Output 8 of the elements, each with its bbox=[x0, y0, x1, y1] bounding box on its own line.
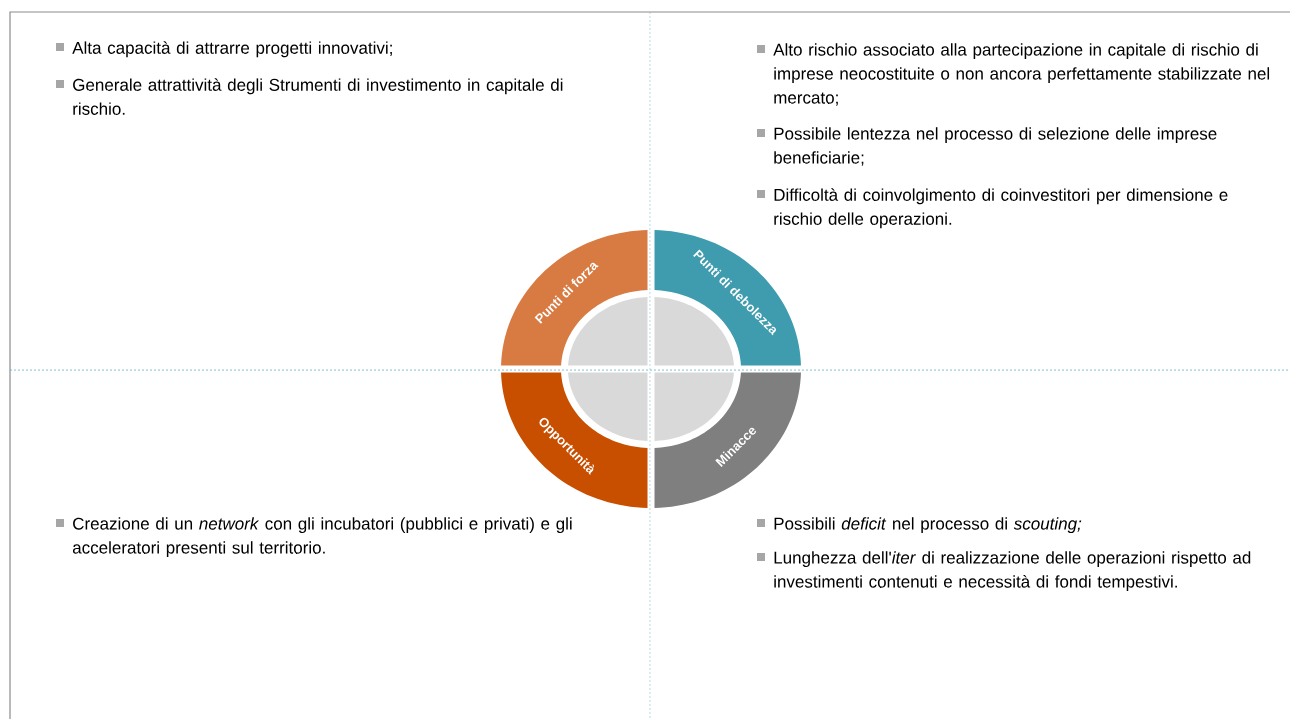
bullet-text: Possibile lentezza nel processo di selezione delle imprese beneficiarie; bbox=[774, 127, 1217, 166]
bullet-text: Possibili deficit nel processo di scouting; bbox=[774, 517, 1082, 534]
bullet-text: Alto rischio associato alla partecipazione in capitale di rischio di imprese neocostituite o non ancora perfettamente stabilizzate nel mercato; bbox=[773, 43, 1270, 106]
bullet-text: Difficoltà di coinvolgimento di coinvestitori per dimensione e rischio delle operazioni. bbox=[774, 188, 1228, 229]
bullet-text: Lunghezza dell'iter di realizzazione delle operazioni rispetto ad investimenti contenuti e necessità di fondi tempestivi. bbox=[774, 551, 1251, 592]
bullet-text: Generale attrattività degli Strumenti di investimento in capitale di rischio. bbox=[73, 78, 563, 115]
bullet-text: Creazione di un network con gli incubatori (pubblici e privati) e gli acceleratori presenti sul territorio. bbox=[72, 517, 572, 558]
bullet-text: Alta capacità di attrarre progetti innovativi; bbox=[72, 41, 392, 58]
